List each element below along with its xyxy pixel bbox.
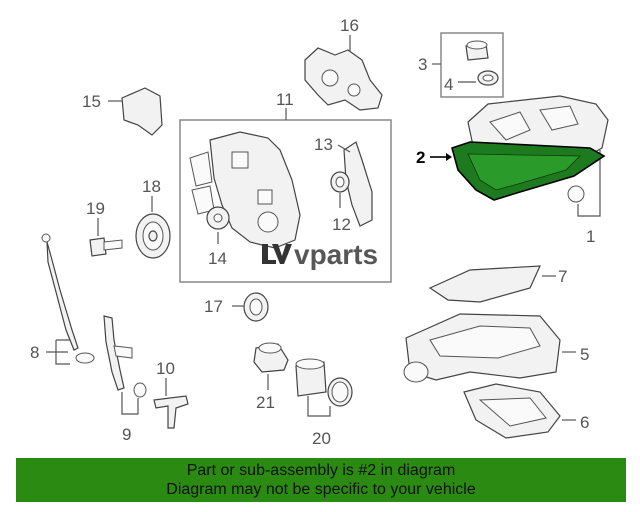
part-2-valve-cover-gasket[interactable] <box>451 141 606 201</box>
part-15-bracket[interactable] <box>108 87 163 136</box>
part-12-oil-seal[interactable] <box>330 171 350 208</box>
callout-12: 12 <box>332 215 351 234</box>
part-4-cap-gasket[interactable] <box>458 70 499 86</box>
callout-19: 19 <box>86 199 105 218</box>
callout-13: 13 <box>314 135 333 154</box>
part-7-oil-baffle[interactable] <box>428 265 556 303</box>
part-6-oil-pan-lower[interactable] <box>463 383 576 439</box>
callout-4: 4 <box>444 75 453 94</box>
callout-11: 11 <box>276 90 294 109</box>
callout-18: 18 <box>142 177 161 196</box>
part-11-timing-chain-cover[interactable] <box>189 131 301 249</box>
callout-17: 17 <box>204 297 223 316</box>
callout-16: 16 <box>340 16 359 35</box>
part-16-timing-cover-upper[interactable] <box>304 35 383 111</box>
part-10-tube-bracket[interactable] <box>153 378 189 429</box>
callout-3: 3 <box>418 55 427 74</box>
part-17-oil-seal[interactable] <box>232 292 269 322</box>
part-13-chain-guide[interactable] <box>337 141 373 227</box>
part-14-water-pump[interactable] <box>206 206 230 244</box>
callout-15: 15 <box>82 92 101 111</box>
callout-8: 8 <box>30 343 39 362</box>
part-21-filter-cap[interactable] <box>253 342 289 390</box>
callout-1: 1 <box>586 227 595 246</box>
callout-20: 20 <box>312 429 331 448</box>
part-5-oil-pan-upper[interactable] <box>403 313 576 383</box>
callout-21: 21 <box>256 393 275 412</box>
banner-line-2: Diagram may not be specific to your vehi… <box>166 481 476 498</box>
assembly-3-frame <box>440 32 504 98</box>
callout-6: 6 <box>580 413 589 432</box>
lv-logo <box>262 244 292 264</box>
callout-2: 2 <box>416 148 425 167</box>
part-3-oil-filler-cap[interactable] <box>465 40 489 61</box>
info-banner: Part or sub-assembly is #2 in diagram Di… <box>16 458 626 502</box>
callout-14: 14 <box>208 249 227 268</box>
watermark-brand: vparts <box>294 239 378 270</box>
part-18-crankshaft-pulley[interactable] <box>135 196 171 259</box>
callout-5: 5 <box>580 345 589 364</box>
brand-watermark: vparts <box>262 239 378 270</box>
part-9-dipstick-tube[interactable] <box>103 315 147 415</box>
part-8-oil-dipstick[interactable] <box>41 233 95 365</box>
part-19-pulley-bolt[interactable] <box>89 218 123 257</box>
callout-7: 7 <box>558 267 567 286</box>
callout-9: 9 <box>122 425 131 444</box>
banner-line-1: Part or sub-assembly is #2 in diagram <box>186 462 456 479</box>
part-20-oil-filter-element[interactable] <box>295 358 353 417</box>
callout-10: 10 <box>156 359 175 378</box>
engine-parts-diagram: 16 15 11 14 13 12 1 <box>30 16 609 448</box>
